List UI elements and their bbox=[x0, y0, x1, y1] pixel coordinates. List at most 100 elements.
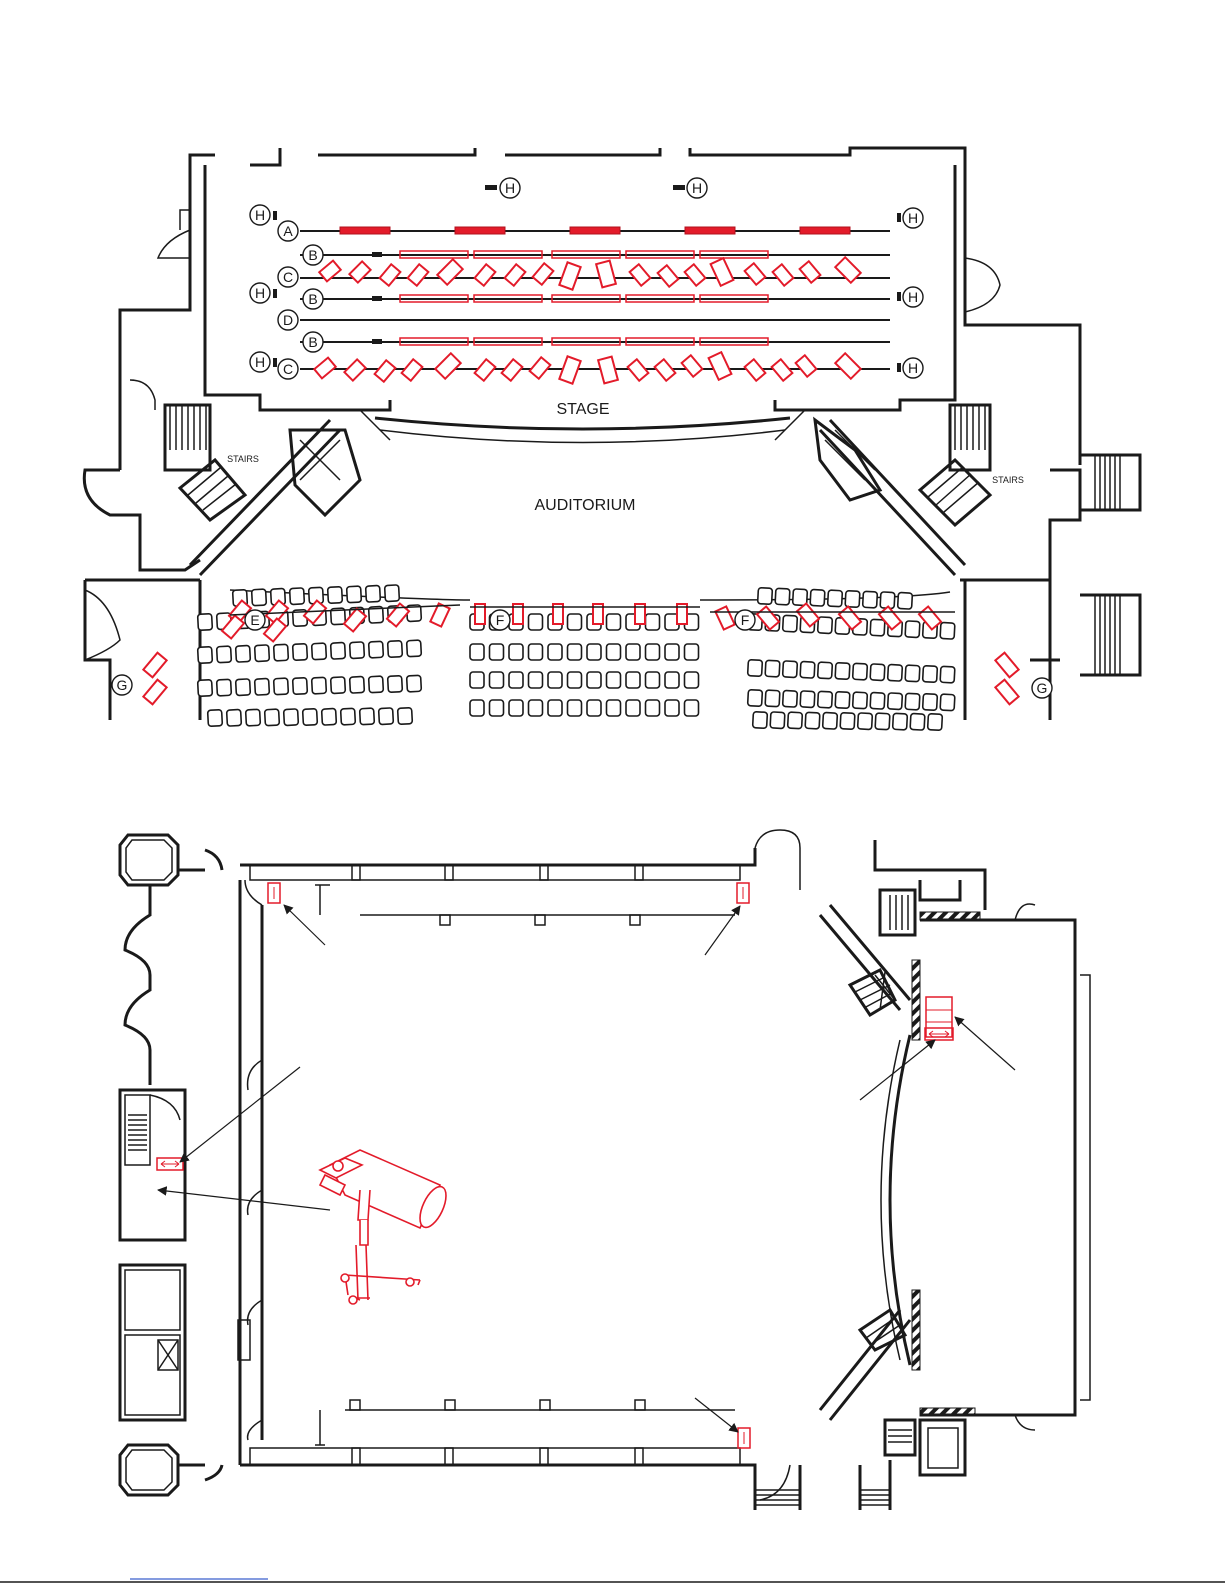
seat bbox=[853, 663, 868, 680]
seat bbox=[646, 700, 660, 716]
seat bbox=[800, 691, 815, 708]
svg-text:C: C bbox=[283, 269, 293, 285]
seat bbox=[509, 700, 523, 716]
seat bbox=[775, 588, 790, 605]
svg-text:H: H bbox=[255, 207, 265, 223]
seat bbox=[369, 641, 384, 658]
seat bbox=[875, 713, 890, 730]
seat bbox=[398, 708, 413, 725]
seat bbox=[312, 677, 327, 694]
seat bbox=[274, 644, 289, 661]
svg-text:H: H bbox=[908, 289, 918, 305]
seat bbox=[788, 712, 803, 729]
seat bbox=[835, 692, 850, 709]
seat bbox=[284, 709, 299, 726]
seat bbox=[236, 645, 251, 662]
seat bbox=[509, 644, 523, 660]
seat bbox=[748, 660, 763, 677]
seat bbox=[607, 700, 621, 716]
seat bbox=[940, 622, 955, 639]
seat bbox=[893, 713, 908, 730]
seat bbox=[626, 644, 640, 660]
seat bbox=[665, 672, 679, 688]
seat bbox=[685, 672, 699, 688]
seat bbox=[810, 589, 825, 606]
seat bbox=[923, 666, 938, 683]
seat bbox=[607, 644, 621, 660]
seat bbox=[529, 644, 543, 660]
stairs-left-label: STAIRS bbox=[227, 454, 259, 464]
seat bbox=[293, 678, 308, 695]
svg-text:H: H bbox=[908, 360, 918, 376]
seat bbox=[870, 664, 885, 681]
seat bbox=[765, 690, 780, 707]
seat bbox=[765, 660, 780, 677]
seat bbox=[208, 710, 223, 727]
seat bbox=[529, 614, 543, 630]
svg-text:C: C bbox=[283, 361, 293, 377]
seat bbox=[568, 614, 582, 630]
seat bbox=[587, 700, 601, 716]
seat bbox=[331, 677, 346, 694]
seat bbox=[548, 700, 562, 716]
svg-text:G: G bbox=[1037, 680, 1048, 696]
seat bbox=[252, 589, 267, 606]
seat bbox=[626, 700, 640, 716]
seat bbox=[347, 586, 362, 603]
seat bbox=[274, 678, 289, 695]
seat bbox=[385, 585, 400, 602]
seat bbox=[312, 643, 327, 660]
seat bbox=[853, 692, 868, 709]
seat bbox=[366, 585, 381, 602]
seat bbox=[322, 708, 337, 725]
svg-text:B: B bbox=[308, 334, 317, 350]
seat bbox=[758, 588, 773, 605]
followspot-illustration bbox=[320, 1150, 451, 1304]
seat bbox=[548, 672, 562, 688]
seat bbox=[587, 644, 601, 660]
svg-text:A: A bbox=[283, 223, 293, 239]
seat bbox=[369, 676, 384, 693]
pipe-c-lower-fixtures bbox=[314, 352, 860, 384]
seat bbox=[783, 690, 798, 707]
seat bbox=[858, 713, 873, 730]
seat bbox=[665, 700, 679, 716]
seat bbox=[905, 621, 920, 638]
seat bbox=[835, 663, 850, 680]
stage-plan: H H H H A B C H H B D B H C H STAGE AUDI… bbox=[84, 148, 1140, 730]
seat bbox=[646, 614, 660, 630]
seat bbox=[470, 700, 484, 716]
seat bbox=[888, 693, 903, 710]
seat bbox=[568, 644, 582, 660]
seat bbox=[328, 587, 343, 604]
seat bbox=[607, 614, 621, 630]
seat bbox=[470, 644, 484, 660]
seat bbox=[587, 672, 601, 688]
seat bbox=[293, 644, 308, 661]
seat bbox=[360, 708, 375, 725]
seat bbox=[863, 591, 878, 608]
svg-text:H: H bbox=[505, 180, 515, 196]
seat bbox=[928, 714, 943, 731]
pipe-c-upper-fixtures bbox=[319, 257, 860, 289]
seat bbox=[910, 713, 925, 730]
seat bbox=[509, 672, 523, 688]
seat bbox=[905, 665, 920, 682]
svg-text:B: B bbox=[308, 291, 317, 307]
seat bbox=[783, 661, 798, 678]
seat bbox=[898, 592, 913, 609]
seat bbox=[828, 590, 843, 607]
seat bbox=[607, 672, 621, 688]
seat bbox=[388, 676, 403, 693]
svg-text:H: H bbox=[908, 210, 918, 226]
seat bbox=[255, 645, 270, 662]
svg-text:D: D bbox=[283, 312, 293, 328]
seat bbox=[665, 644, 679, 660]
seat bbox=[265, 709, 280, 726]
svg-text:F: F bbox=[496, 612, 505, 628]
svg-text:F: F bbox=[741, 612, 750, 628]
seat bbox=[905, 693, 920, 710]
seat bbox=[923, 694, 938, 711]
seat bbox=[685, 644, 699, 660]
